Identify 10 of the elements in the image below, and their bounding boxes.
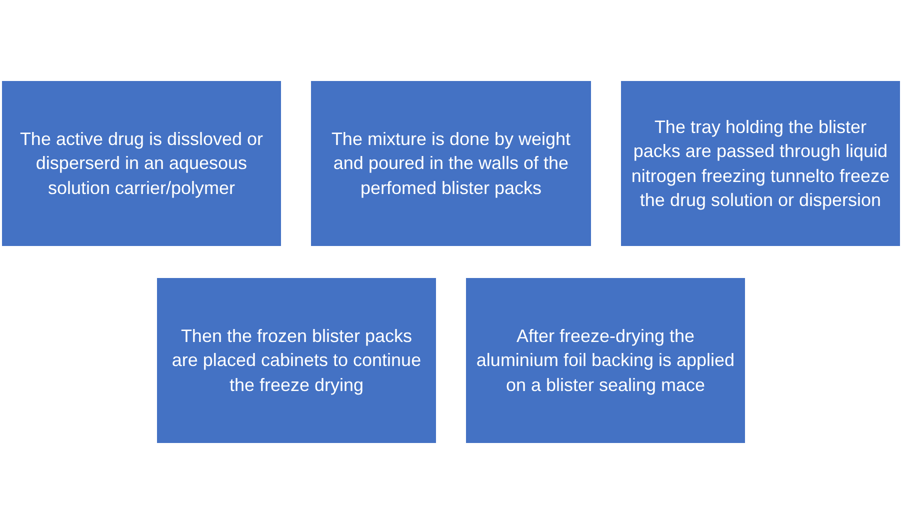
step-text: The active drug is dissloved or disperserd in an aquesous solution carrier/polymer — [18, 128, 264, 200]
step-text: After freeze-drying the aluminium foil backing is applied on a blister sealing mace — [476, 324, 735, 397]
step-box — [2, 81, 281, 246]
step-box — [157, 278, 436, 443]
step-text: Then the frozen blister packs are placed cabinets to continue the freeze drying — [170, 324, 422, 397]
step-box — [621, 81, 900, 246]
step-box — [466, 278, 745, 443]
step-text: The mixture is done by weight and poured in the walls of the perfomed blister packs — [330, 128, 572, 200]
step-box — [311, 81, 591, 246]
step-text: The tray holding the blister packs are passed through liquid nitrogen freezing tunnelto freeze the drug solution or dispersion — [631, 116, 890, 212]
